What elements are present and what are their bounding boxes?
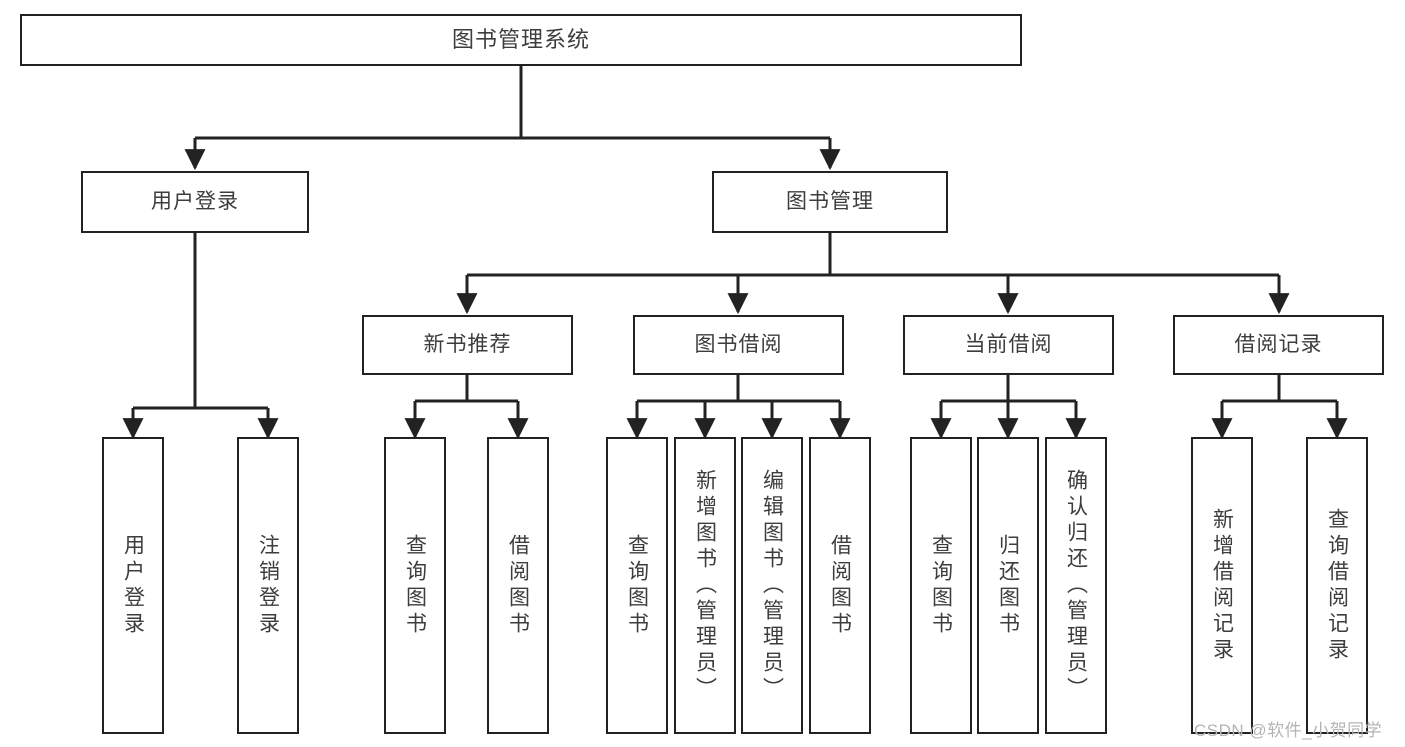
leaf-borrow-book-1[interactable]: 借阅图书 (487, 437, 549, 734)
leaf-return-book[interactable]: 归还图书 (977, 437, 1039, 734)
leaf-query-book-1-label: 查询图书 (403, 533, 427, 638)
leaf-confirm-return[interactable]: 确认归还（管理员） (1045, 437, 1107, 734)
leaf-borrow-book-2[interactable]: 借阅图书 (809, 437, 871, 734)
node-current-borrow[interactable]: 当前借阅 (903, 315, 1114, 375)
leaf-query-book-3[interactable]: 查询图书 (910, 437, 972, 734)
node-root-label: 图书管理系统 (451, 27, 590, 53)
leaf-add-record-label: 新增借阅记录 (1210, 507, 1234, 664)
leaf-logout-label: 注销登录 (256, 533, 280, 638)
leaf-add-record[interactable]: 新增借阅记录 (1191, 437, 1253, 734)
node-new-book-recommend-label: 新书推荐 (423, 332, 512, 356)
node-book-borrow[interactable]: 图书借阅 (633, 315, 844, 375)
leaf-edit-book[interactable]: 编辑图书（管理员） (741, 437, 803, 734)
leaf-user-login[interactable]: 用户登录 (102, 437, 164, 734)
leaf-add-book[interactable]: 新增图书（管理员） (674, 437, 736, 734)
node-book-manage-label: 图书管理 (786, 189, 874, 213)
leaf-add-book-label: 新增图书（管理员） (693, 468, 717, 703)
node-borrow-record-label: 借阅记录 (1234, 332, 1323, 356)
leaf-user-login-label: 用户登录 (121, 533, 145, 638)
node-current-borrow-label: 当前借阅 (964, 332, 1053, 356)
node-book-borrow-label: 图书借阅 (694, 332, 783, 356)
watermark: CSDN @软件_小贺同学 (1194, 721, 1383, 740)
leaf-query-record-label: 查询借阅记录 (1325, 507, 1349, 664)
leaf-borrow-book-2-label: 借阅图书 (828, 533, 852, 638)
leaf-query-book-2[interactable]: 查询图书 (606, 437, 668, 734)
leaf-return-book-label: 归还图书 (996, 533, 1020, 638)
node-user-login[interactable]: 用户登录 (81, 171, 309, 233)
leaf-logout[interactable]: 注销登录 (237, 437, 299, 734)
leaf-borrow-book-1-label: 借阅图书 (506, 533, 530, 638)
leaf-edit-book-label: 编辑图书（管理员） (760, 468, 784, 703)
leaf-query-book-1[interactable]: 查询图书 (384, 437, 446, 734)
leaf-confirm-return-label: 确认归还（管理员） (1064, 468, 1088, 703)
leaf-query-book-2-label: 查询图书 (625, 533, 649, 638)
node-user-login-label: 用户登录 (151, 189, 239, 213)
node-root[interactable]: 图书管理系统 (20, 14, 1022, 66)
leaf-query-book-3-label: 查询图书 (929, 533, 953, 638)
node-book-manage[interactable]: 图书管理 (712, 171, 948, 233)
node-new-book-recommend[interactable]: 新书推荐 (362, 315, 573, 375)
leaf-query-record[interactable]: 查询借阅记录 (1306, 437, 1368, 734)
node-borrow-record[interactable]: 借阅记录 (1173, 315, 1384, 375)
